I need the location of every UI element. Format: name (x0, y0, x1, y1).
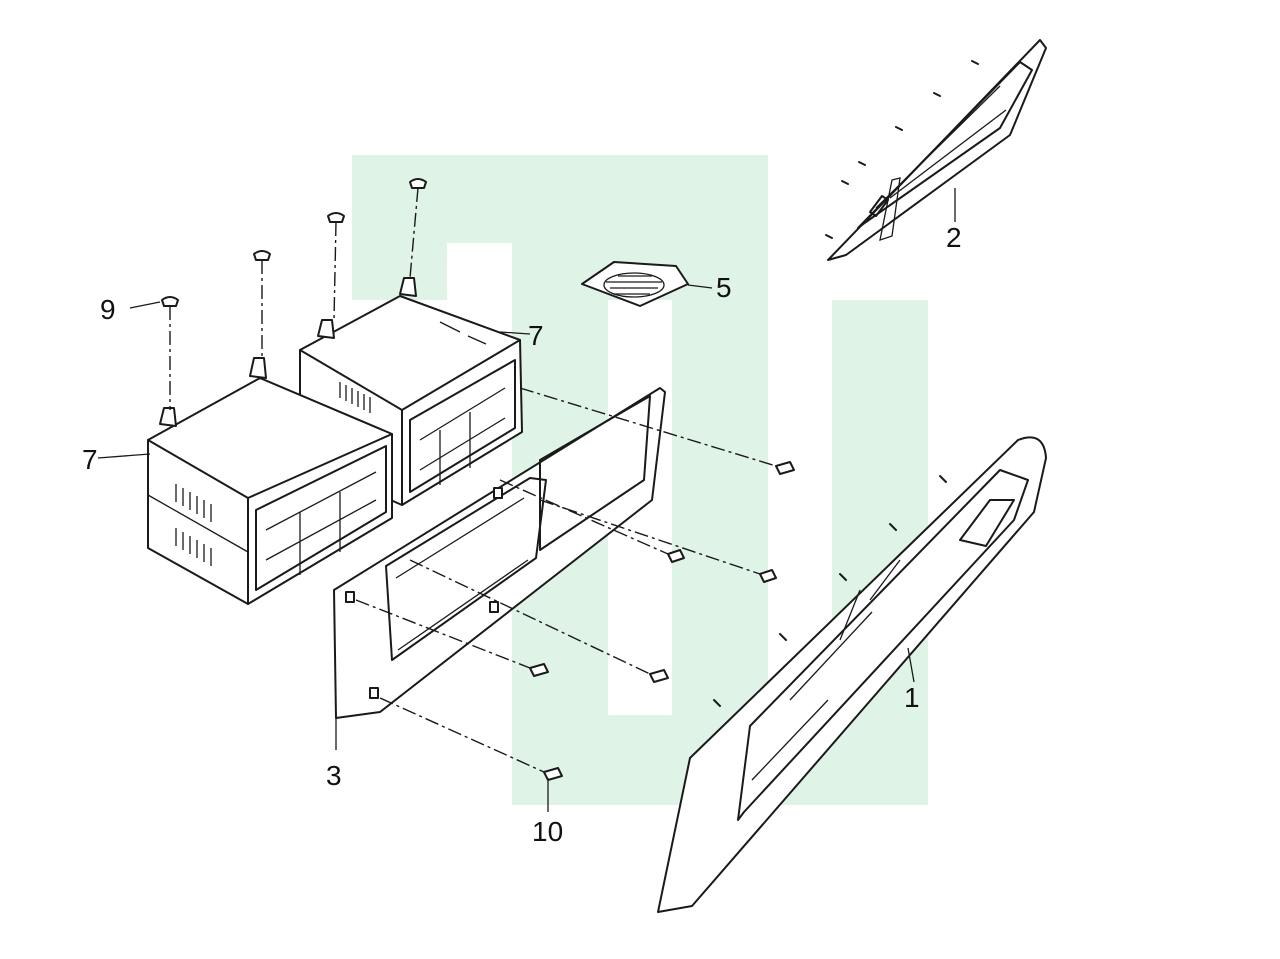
trim-bezel-lower (657, 436, 1047, 913)
callout-label-3: 3 (326, 760, 342, 791)
callout-label-2: 2 (946, 222, 962, 253)
callout-label-7-upper: 7 (528, 320, 544, 351)
callout-label-1: 1 (904, 682, 920, 713)
mounting-cage-lower (97, 357, 393, 605)
callout-label-5: 5 (716, 272, 732, 303)
assembly-lines (169, 187, 777, 773)
fasteners (129, 178, 795, 812)
mounting-plate (333, 387, 666, 750)
callout-label-9: 9 (100, 294, 116, 325)
trim-bezel-upper (825, 39, 1047, 261)
callout-label-7-lower: 7 (82, 444, 98, 475)
callout-label-10: 10 (532, 816, 564, 847)
vent-grille (581, 261, 713, 307)
